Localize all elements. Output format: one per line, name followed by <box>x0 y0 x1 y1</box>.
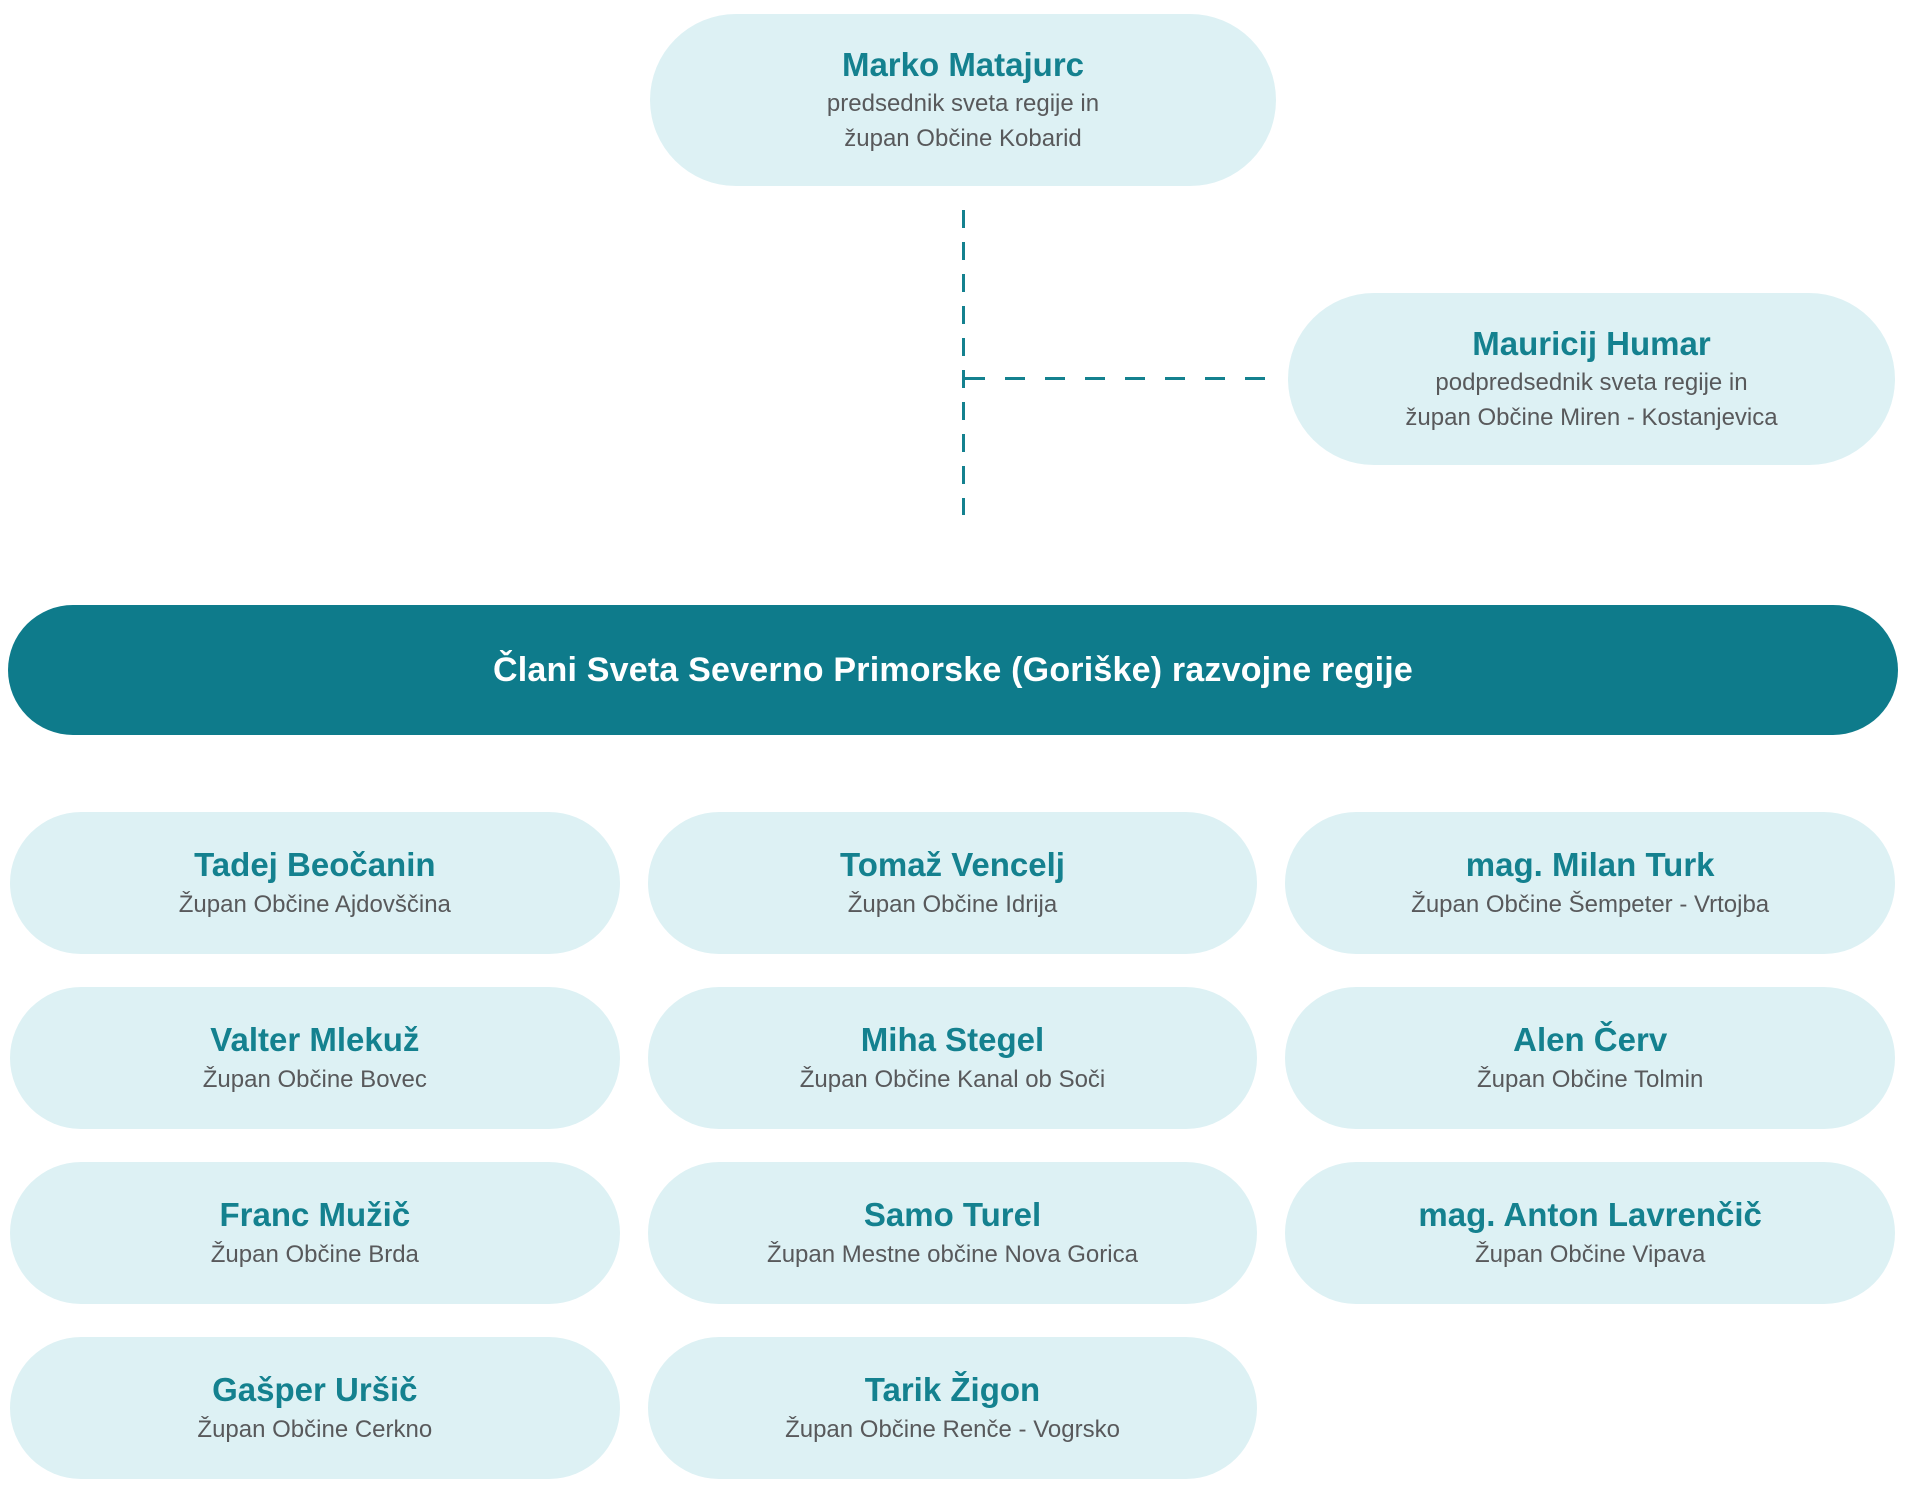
council-banner-title: Člani Sveta Severno Primorske (Goriške) … <box>493 650 1413 689</box>
member-name: Miha Stegel <box>860 1021 1045 1059</box>
president-role-line2: župan Občine Kobarid <box>844 125 1082 153</box>
member-role: Župan Občine Tolmin <box>1476 1066 1704 1094</box>
member-name: Gašper Uršič <box>212 1371 418 1409</box>
vice-president-name: Mauricij Humar <box>1472 324 1711 362</box>
member-name: Tomaž Vencelj <box>840 846 1065 884</box>
member-card: Samo Turel Župan Mestne občine Nova Gori… <box>647 1162 1258 1304</box>
member-card: Alen Červ Župan Občine Tolmin <box>1285 987 1895 1129</box>
member-role: Župan Občine Cerkno <box>197 1416 433 1444</box>
member-card: Miha Stegel Župan Občine Kanal ob Soči <box>647 987 1258 1129</box>
member-role: Župan Občine Bovec <box>202 1066 427 1094</box>
member-card: mag. Anton Lavrenčič Župan Občine Vipava <box>1285 1162 1895 1304</box>
member-card: Franc Mužič Župan Občine Brda <box>10 1162 620 1304</box>
member-card: Tarik Žigon Župan Občine Renče - Vogrsko <box>647 1337 1258 1479</box>
president-role-line1: predsednik sveta regije in <box>826 90 1100 118</box>
member-role: Župan Občine Idrija <box>847 891 1058 919</box>
vertical-dashed-connector <box>962 210 965 515</box>
member-role: Župan Občine Ajdovščina <box>178 891 451 919</box>
member-card: Gašper Uršič Župan Občine Cerkno <box>10 1337 620 1479</box>
member-card: Tomaž Vencelj Župan Občine Idrija <box>647 812 1258 954</box>
member-role: Župan Mestne občine Nova Gorica <box>767 1241 1138 1269</box>
member-card: mag. Milan Turk Župan Občine Šempeter - … <box>1285 812 1895 954</box>
member-name: mag. Anton Lavrenčič <box>1418 1196 1762 1234</box>
vice-president-role-line1: podpredsednik sveta regije in <box>1435 369 1748 397</box>
member-role: Župan Občine Šempeter - Vrtojba <box>1411 891 1770 919</box>
member-name: Samo Turel <box>863 1196 1042 1234</box>
member-name: Valter Mlekuž <box>210 1021 420 1059</box>
council-banner: Člani Sveta Severno Primorske (Goriške) … <box>8 605 1898 735</box>
member-name: Alen Červ <box>1513 1021 1668 1059</box>
member-role: Župan Občine Kanal ob Soči <box>799 1066 1106 1094</box>
member-name: Tadej Beočanin <box>194 846 436 884</box>
member-card: Valter Mlekuž Župan Občine Bovec <box>10 987 620 1129</box>
member-name: Tarik Žigon <box>864 1371 1041 1409</box>
member-name: mag. Milan Turk <box>1465 846 1715 884</box>
horizontal-dashed-connector <box>965 377 1265 380</box>
member-role: Župan Občine Brda <box>210 1241 419 1269</box>
members-grid: Tadej Beočanin Župan Občine Ajdovščina T… <box>10 812 1895 1479</box>
president-name: Marko Matajurc <box>841 45 1085 83</box>
president-card: Marko Matajurc predsednik sveta regije i… <box>650 14 1276 186</box>
vice-president-role-line2: župan Občine Miren - Kostanjevica <box>1405 404 1778 432</box>
member-name: Franc Mužič <box>219 1196 411 1234</box>
vice-president-card: Mauricij Humar podpredsednik sveta regij… <box>1288 293 1895 465</box>
member-card: Tadej Beočanin Župan Občine Ajdovščina <box>10 812 620 954</box>
member-role: Župan Občine Vipava <box>1474 1241 1706 1269</box>
member-role: Župan Občine Renče - Vogrsko <box>785 1416 1120 1444</box>
